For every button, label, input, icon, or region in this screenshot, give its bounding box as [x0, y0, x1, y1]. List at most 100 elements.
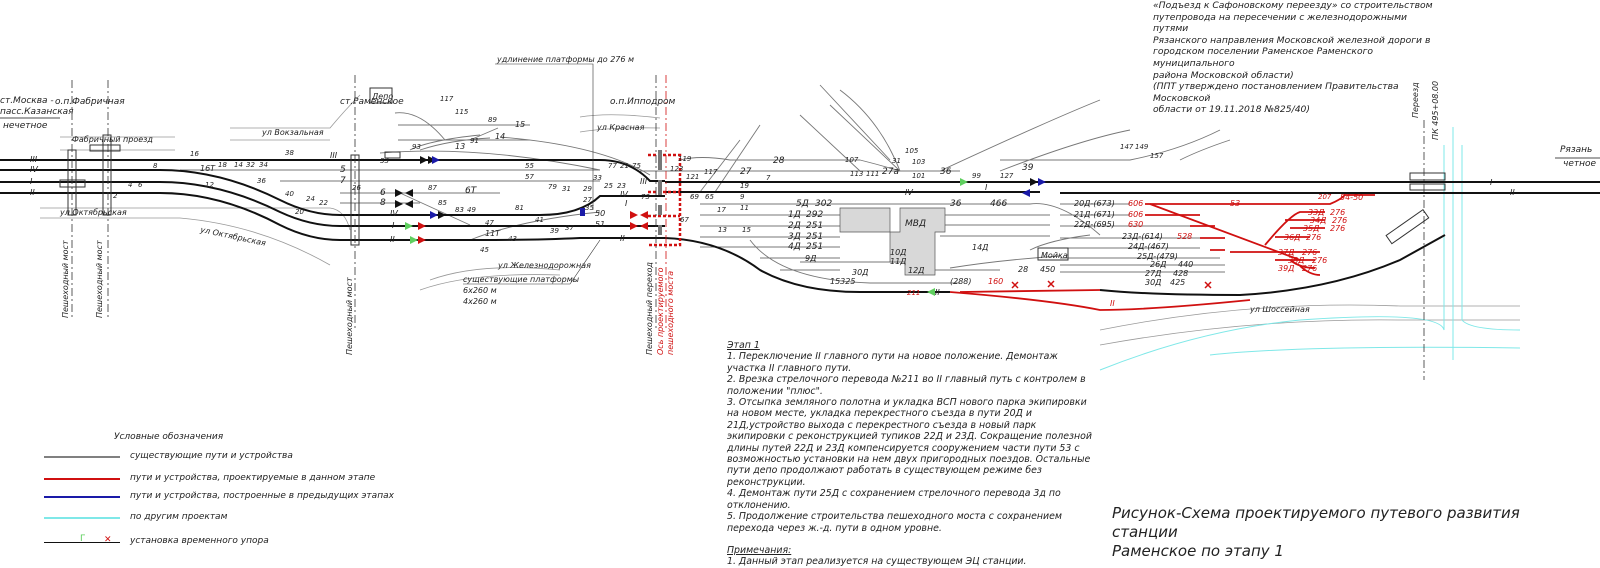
note-item: 5. Продолжение строительства пешеходного… — [727, 511, 1062, 534]
diagram-label: 19 — [740, 182, 749, 190]
diagram-label: пути и устройства, проектируемые в данно… — [130, 473, 376, 483]
diagram-label: 21Д-(671) — [1074, 210, 1115, 219]
diagram-label: 33Д — [1308, 208, 1324, 217]
street-label: Фабричный проезд — [72, 135, 153, 144]
diagram-label: 149 — [1135, 143, 1149, 151]
diagram-label: 276 — [1330, 224, 1345, 233]
station-label: о.п.Фабричная — [55, 97, 125, 107]
diagram-label: 37 — [565, 224, 574, 232]
diagram-label: 27 — [583, 196, 592, 204]
diagram-label: 251 — [806, 221, 823, 231]
diagram-label: 51 — [595, 220, 605, 229]
diagram-label: 40 — [285, 190, 294, 198]
note-line: городском поселении Раменское Раменского… — [1153, 46, 1374, 69]
direction-label: четное — [1563, 159, 1596, 169]
diagram-label: установка временного упора — [130, 536, 269, 546]
diagram-label: 39Д — [1278, 264, 1294, 273]
diagram-label: II — [935, 288, 940, 297]
diagram-label: 53 — [1230, 199, 1240, 208]
other-projects-lines — [1099, 127, 1521, 371]
diagram-label: по другим проектам — [130, 512, 228, 522]
diagram-label: 41 — [535, 216, 544, 224]
diagram-label: 6 — [380, 188, 386, 198]
diagram-label: 276 — [1312, 256, 1327, 265]
diagram-label: 7 — [766, 174, 771, 182]
diagram-label: 276 — [1332, 216, 1347, 225]
diagram-label: Рисунок-Схема проектируемого путевого ра… — [1112, 504, 1520, 541]
note-item: 4. Демонтаж пути 25Д с сохранением стрел… — [727, 488, 1061, 511]
diagram-label: 157 — [1150, 152, 1164, 160]
diagram-label: 27а — [882, 167, 899, 177]
street-label: ул Вокзальная — [261, 128, 324, 137]
note-line: района Московской области) — [1153, 69, 1294, 81]
diagram-label: 31 — [892, 157, 901, 165]
note-line: (ППТ утверждено постановлением Правитель… — [1153, 81, 1399, 104]
diagram-label: 79 — [548, 183, 557, 191]
diagram-label: 25 — [604, 182, 613, 190]
diagram-label: 38 — [285, 149, 294, 157]
structure-label: Ось проектируемого — [656, 267, 665, 355]
diagram-label: 39 — [1022, 163, 1034, 173]
note-line: области от 19.11.2018 №825/40) — [1153, 104, 1310, 116]
diagram-label: 24Д-(467) — [1128, 242, 1169, 251]
diagram-label: 22 — [319, 199, 328, 207]
diagram-labels: о.п.Фабричная ст.Раменское о.п.Ипподром … — [0, 55, 1600, 355]
direction-label: пасс.Казанская — [0, 107, 74, 117]
diagram-label: 105 — [905, 147, 919, 155]
diagram-label: 117 — [440, 95, 454, 103]
diagram-label: 123 — [670, 165, 683, 173]
diagram-label: Раменское по этапу 1 — [1112, 542, 1284, 560]
diagram-label: 26Д — [1150, 260, 1166, 269]
mvd-building — [839, 207, 946, 276]
diagram-label: 31 — [562, 185, 571, 193]
street-label: ул Красная — [596, 123, 645, 132]
diagram-label: 119 — [678, 155, 692, 163]
diagram-label: 211 — [907, 289, 920, 297]
diagram-label: II — [30, 188, 35, 197]
street-label: ул Шоссейная — [1249, 305, 1310, 314]
diagram-label: 292 — [806, 210, 823, 220]
diagram-label: 16 — [190, 150, 199, 158]
diagram-label: 69 — [690, 193, 699, 201]
diagram-label: 606 — [1128, 199, 1143, 208]
diagram-label: 32 — [246, 161, 255, 169]
diagram-label: 20 — [295, 208, 304, 216]
diagram-label: 113 — [850, 170, 863, 178]
diagram-label: 45 — [480, 246, 489, 254]
diagram-label: II — [620, 234, 625, 243]
streets — [40, 94, 1520, 346]
diagram-label: 43 — [508, 235, 517, 243]
station-label: ст.Раменское — [340, 97, 404, 107]
diagram-label: II — [1110, 299, 1115, 308]
diagram-label: 5Д — [796, 199, 809, 209]
diagram-label: 302 — [815, 199, 832, 209]
remarks-heading: Примечания: — [727, 544, 792, 556]
diagram-label: 23 — [617, 182, 626, 190]
diagram-label: 276 — [1302, 248, 1317, 257]
diagram-label: 91 — [470, 137, 479, 145]
diagram-label: 440 — [1178, 260, 1193, 269]
mvd-label: МВД — [905, 219, 926, 229]
diagram-label: 6Т — [465, 186, 478, 196]
diagram-label: 26 — [352, 184, 361, 192]
structure-label: ПК 495+08.00 — [1431, 81, 1440, 140]
legend-title: Условные обозначения — [114, 432, 224, 442]
diagram-label: 34 — [259, 161, 268, 169]
callout-label: существующие платформы — [463, 275, 579, 284]
callout-label: 6х260 м — [463, 286, 497, 295]
diagram-label: 28 — [1018, 265, 1028, 274]
note-line: Рязанского направления Московской железн… — [1153, 34, 1431, 46]
stage-notes: Этап 1 1. Переключение II главного пути … — [727, 340, 1097, 568]
street-label: ул Октябрьская — [59, 208, 127, 217]
direction-label: нечетное — [3, 121, 48, 131]
crossing-platform-red — [648, 153, 682, 247]
diagram-label: 81 — [515, 204, 524, 212]
diagram-label: пути и устройства, построенные в предыду… — [130, 491, 394, 501]
diagram-label: 2 — [113, 192, 118, 200]
diagram-label: 103 — [912, 158, 925, 166]
diagram-label: 127 — [1000, 172, 1014, 180]
diagram-label: 20Д-(673) — [1074, 199, 1115, 208]
street-label: ул Октябрьская — [199, 225, 267, 248]
